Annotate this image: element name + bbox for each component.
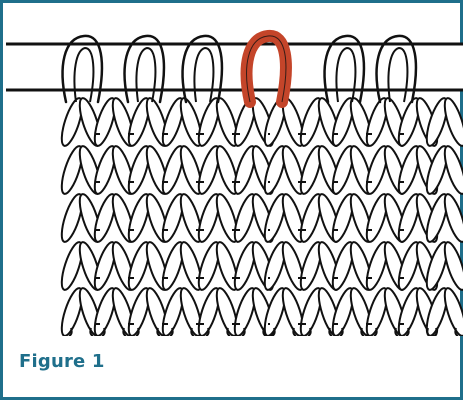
knitting-illustration bbox=[6, 6, 463, 336]
figure-caption: Figure 1 bbox=[19, 351, 105, 372]
knitted-fabric bbox=[58, 96, 463, 336]
